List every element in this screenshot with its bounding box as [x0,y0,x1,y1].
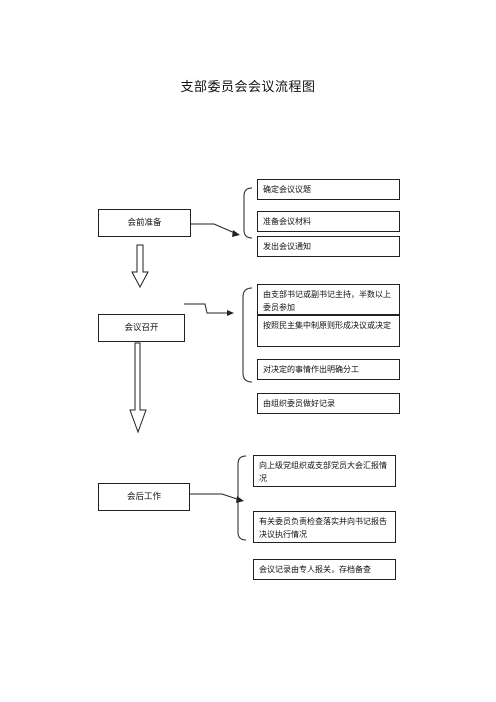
stage-box-pre-meeting: 会前准备 [98,209,191,237]
stage2-brace [242,287,253,383]
down-arrow-1 [131,244,149,289]
stage3-brace [237,455,247,541]
stage1-item: 确定会议议题 [257,179,400,200]
stage1-brace [243,187,253,239]
stage3-connector-arrow [189,493,241,501]
stage2-item: 由支部书记或副书记主持，半数以上委员参加 [257,284,400,315]
stage2-arrow-head [227,310,234,316]
stage-box-meeting: 会议召开 [98,314,185,342]
stage3-item: 会议记录由专人报关，存档备查 [253,559,396,580]
stage1-item: 准备会议材料 [257,211,400,232]
stage-label: 会议召开 [124,322,159,333]
stage-label: 会后工作 [126,491,161,502]
stage3-arrow-head [236,496,244,503]
stage1-connector-arrow [191,223,238,235]
stage2-connector-arrow [184,303,230,314]
stage-box-post-meeting: 会后工作 [98,483,190,511]
stage2-item: 由组织委员做好记录 [257,393,400,414]
stage1-arrow-head [232,230,240,237]
stage2-item: 按照民主集中制原则形成决议或决定 [257,315,400,347]
stage2-item: 对决定的事情作出明确分工 [257,359,400,380]
stage3-item: 有关委员负责检查落实并向书记报告决议执行情况 [253,511,396,543]
stage1-item: 发出会议通知 [257,236,400,257]
down-arrow-2 [129,342,147,434]
stage-label: 会前准备 [127,217,162,228]
page-title: 支部委员会会议流程图 [180,80,316,95]
stage3-item: 向上级党组织或支部党员大会汇报情况 [253,455,396,487]
